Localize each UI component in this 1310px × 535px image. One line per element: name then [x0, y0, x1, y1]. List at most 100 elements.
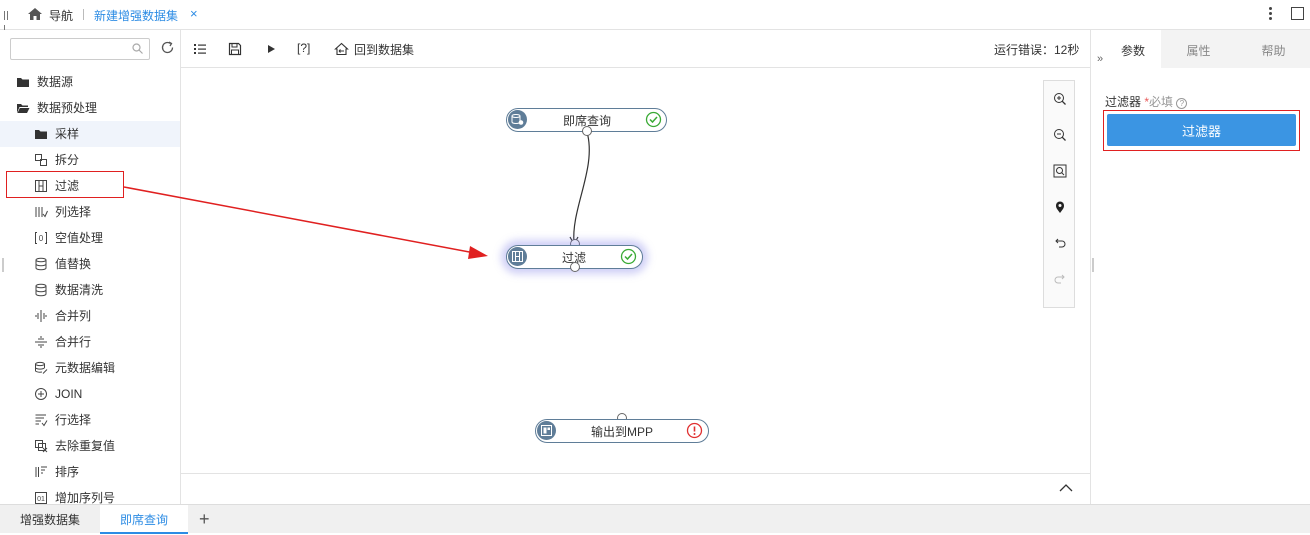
- tree-item-label: 采样: [55, 127, 80, 141]
- chevron-up-icon[interactable]: [1059, 483, 1073, 493]
- tab-help[interactable]: 帮助: [1236, 30, 1310, 68]
- database-icon: [35, 257, 47, 271]
- left-splitter-handle[interactable]: [2, 258, 4, 272]
- menu-icon[interactable]: [4, 9, 12, 34]
- node-output-mpp[interactable]: 输出到MPP: [535, 419, 709, 443]
- add-tab-button[interactable]: +: [199, 509, 210, 529]
- folder-open-icon: [17, 104, 30, 113]
- null-handle-icon: 0: [35, 232, 47, 244]
- undo-icon[interactable]: [1052, 235, 1068, 251]
- run-error-status: 运行错误：12秒: [994, 43, 1080, 57]
- column-select-icon: [35, 207, 48, 218]
- highlight-box-filter-button: [1103, 110, 1300, 151]
- output-port[interactable]: [582, 126, 592, 136]
- collapse-panel-icon[interactable]: »: [1097, 53, 1104, 65]
- tree-item-sample[interactable]: 采样: [0, 121, 180, 147]
- sort-icon: [35, 466, 47, 477]
- location-pin-icon[interactable]: [1052, 199, 1068, 215]
- tab-enhanced-dataset[interactable]: 增强数据集: [0, 505, 100, 534]
- merge-column-icon: [35, 310, 47, 322]
- parameter-button[interactable]: [?]: [297, 41, 311, 55]
- tree-item-label: 合并行: [55, 335, 92, 349]
- success-check-icon: [645, 111, 662, 128]
- zoom-out-icon[interactable]: [1052, 127, 1068, 143]
- tree-item-label: 数据清洗: [55, 283, 104, 297]
- tree-item-merge-row[interactable]: 合并行: [34, 329, 174, 355]
- svg-text:01: 01: [37, 496, 45, 503]
- tree-item-label: 拆分: [55, 153, 80, 167]
- bottom-tab-bar: 增强数据集 即席查询 +: [0, 504, 1310, 534]
- tree-item-label: 列选择: [55, 205, 92, 219]
- node-label: 输出到MPP: [591, 425, 654, 439]
- tree-item-dedup[interactable]: 去除重复值: [34, 433, 174, 459]
- properties-tabs: » 参数 属性 帮助: [1091, 30, 1310, 68]
- more-vertical-icon[interactable]: [1268, 6, 1274, 24]
- filter-config-button[interactable]: 过滤器: [1107, 114, 1296, 146]
- maximize-icon[interactable]: [1291, 7, 1304, 20]
- tree-item-row-select[interactable]: 行选择: [34, 407, 174, 433]
- output-port[interactable]: [570, 262, 580, 272]
- tree-item-label: 元数据编辑: [55, 361, 116, 375]
- tree-item-merge-column[interactable]: 合并列: [34, 303, 174, 329]
- tree-item-column-select[interactable]: 列选择: [34, 199, 174, 225]
- zoom-in-icon[interactable]: [1052, 91, 1068, 107]
- split-icon: [35, 154, 47, 166]
- search-input[interactable]: [15, 39, 125, 59]
- sequence-icon: 01: [35, 492, 47, 504]
- refresh-icon[interactable]: [160, 40, 175, 55]
- required-text: 必填: [1149, 95, 1174, 109]
- tree-item-sort[interactable]: 排序: [34, 459, 174, 485]
- tree-item-label: JOIN: [55, 387, 83, 401]
- database-icon: [35, 283, 47, 297]
- top-tab-bar: 导航 新建增强数据集 ×: [0, 0, 1310, 34]
- filter-node-icon: [35, 180, 47, 192]
- redo-icon[interactable]: [1052, 271, 1068, 287]
- fit-view-icon[interactable]: [1052, 163, 1068, 179]
- tab-properties[interactable]: 属性: [1161, 30, 1236, 68]
- tree-item-null-handling[interactable]: 0 空值处理: [34, 225, 174, 251]
- back-to-dataset-button[interactable]: 回到数据集: [354, 43, 415, 57]
- tab-label: 增强数据集: [19, 513, 80, 527]
- tree-item-data-cleaning[interactable]: 数据清洗: [34, 277, 174, 303]
- tree-item-filter[interactable]: 过滤: [34, 173, 174, 199]
- workflow-canvas[interactable]: 即席查询 过滤 输出到MPP: [181, 68, 1090, 473]
- tree-item-value-replace[interactable]: 值替换: [34, 251, 174, 277]
- tree-item-split[interactable]: 拆分: [34, 147, 174, 173]
- search-icon[interactable]: [132, 43, 143, 54]
- tree-item-label: 合并列: [55, 309, 92, 323]
- tree-item-label: 增加序列号: [55, 491, 116, 505]
- home-icon[interactable]: [27, 7, 43, 21]
- tab-parameters[interactable]: » 参数: [1091, 30, 1161, 68]
- tree-item-add-sequence[interactable]: 01 增加序列号: [34, 485, 174, 511]
- folder-icon: [35, 130, 47, 139]
- output-node-icon: [537, 421, 556, 440]
- help-icon[interactable]: ?: [1176, 98, 1188, 109]
- error-alert-icon: [686, 422, 703, 439]
- metadata-icon: [35, 361, 48, 374]
- search-box: [10, 38, 150, 60]
- merge-row-icon: [35, 336, 47, 348]
- tree-item-preprocess[interactable]: 数据预处理: [16, 95, 176, 121]
- back-home-icon[interactable]: [334, 42, 349, 56]
- tab-label: 参数: [1120, 44, 1145, 58]
- right-splitter-handle[interactable]: [1092, 258, 1094, 272]
- success-check-icon: [620, 248, 637, 265]
- close-tab-icon[interactable]: ×: [190, 6, 198, 21]
- row-select-icon: [35, 414, 48, 427]
- tree-item-metadata-edit[interactable]: 元数据编辑: [34, 355, 174, 381]
- tab-label: 帮助: [1261, 44, 1286, 58]
- dataset-tab-label[interactable]: 新建增强数据集: [94, 9, 179, 23]
- svg-text:0: 0: [39, 234, 44, 243]
- run-icon[interactable]: [266, 42, 278, 56]
- tree-item-join[interactable]: JOIN: [34, 381, 174, 407]
- tree-item-label: 值替换: [55, 257, 92, 271]
- tree-item-datasource[interactable]: 数据源: [16, 69, 176, 95]
- canvas-bottom-panel: [181, 473, 1090, 504]
- save-icon[interactable]: [228, 42, 242, 56]
- zoom-toolbar: [1043, 80, 1075, 308]
- nav-tab-label[interactable]: 导航: [49, 9, 74, 23]
- tab-adhoc-query[interactable]: 即席查询: [100, 505, 188, 534]
- list-icon[interactable]: [193, 42, 207, 56]
- plus-circle-icon: [35, 388, 47, 400]
- node-adhoc-query[interactable]: 即席查询: [506, 108, 667, 132]
